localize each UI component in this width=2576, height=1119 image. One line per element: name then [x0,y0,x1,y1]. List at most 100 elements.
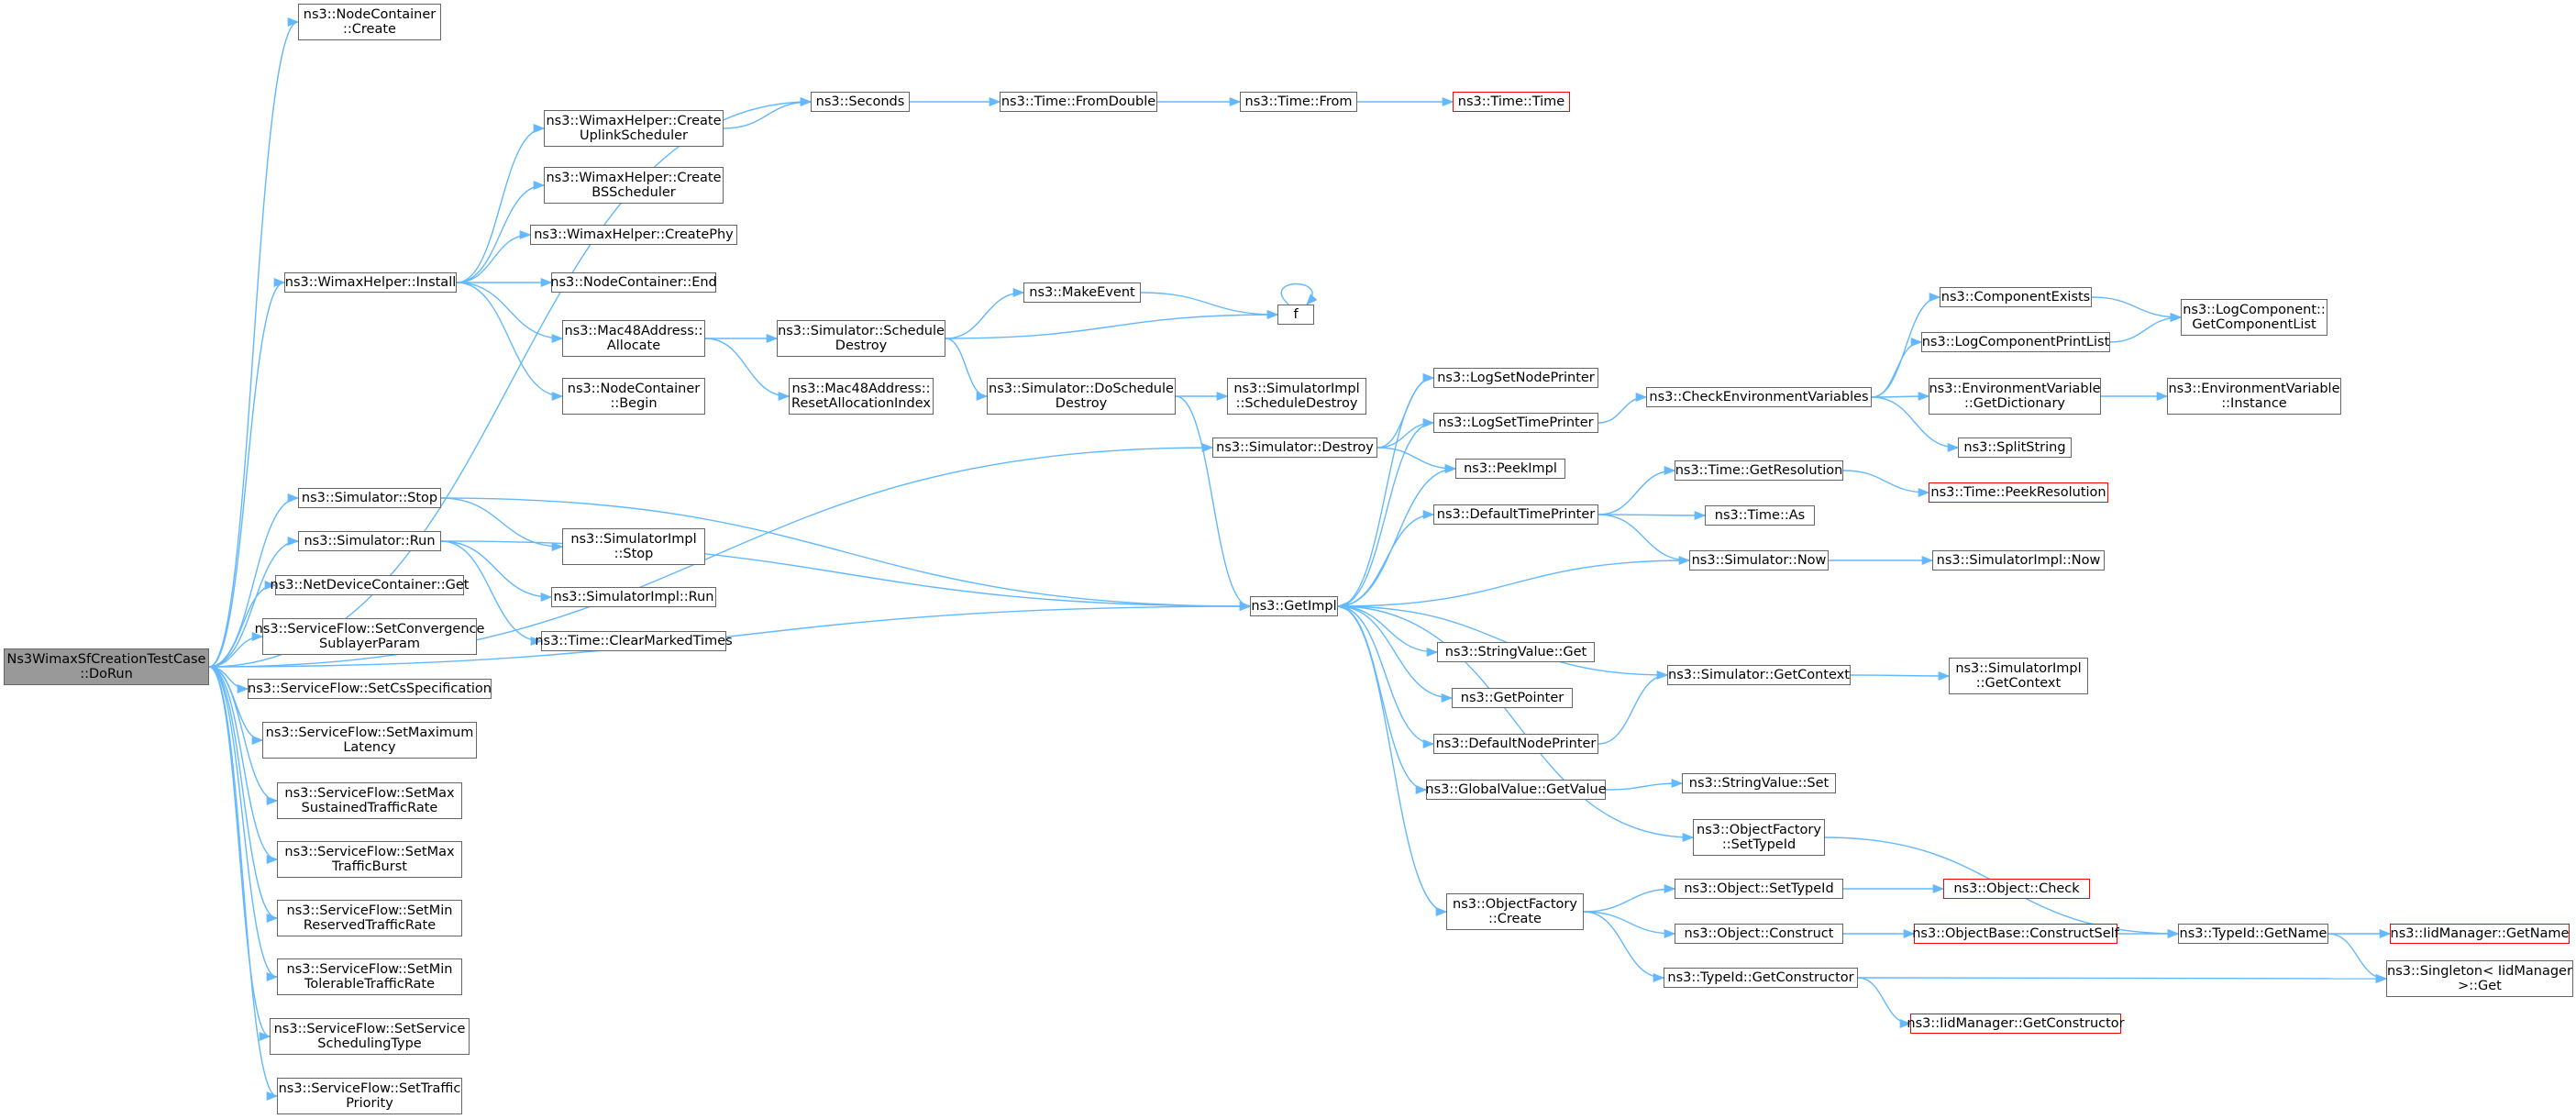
node-ndc-get[interactable]: ns3::NetDeviceContainer::Get [271,575,470,595]
node-global-get-value[interactable]: ns3::GlobalValue::GetValue [1425,780,1607,800]
edge-wh_install-to-mac_alloc [456,282,564,344]
node-of-create[interactable]: ns3::ObjectFactory::Create [1446,893,1584,930]
node-label: ns3::NodeContainer [303,7,437,22]
node-label: ::Instance [2221,396,2287,411]
node-get-pointer[interactable]: ns3::GetPointer [1452,688,1573,708]
node-singleton-get[interactable]: ns3::Singleton< IidManager>::Get [2386,960,2573,997]
node-simimpl-now[interactable]: ns3::SimulatorImpl::Now [1932,550,2105,571]
node-label: >::Get [2458,979,2502,993]
node-sim-stop[interactable]: ns3::Simulator::Stop [298,488,441,508]
node-objbase-construct-self[interactable]: ns3::ObjectBase::ConstructSelf [1912,924,2119,944]
edge-log_time_printer-to-check_env [1598,392,1648,424]
node-split-string[interactable]: ns3::SplitString [1958,438,2072,458]
node-get-impl[interactable]: ns3::GetImpl [1250,596,1338,616]
node-label: ns3::GetPointer [1460,691,1564,705]
node-seconds[interactable]: ns3::Seconds [811,92,910,112]
node-iid-get-ctor[interactable]: ns3::IidManager::GetConstructor [1907,1014,2125,1034]
edge-root-to-nc_create [208,17,300,668]
node-time-fromdouble[interactable]: ns3::Time::FromDouble [1000,92,1157,112]
node-simimpl-run[interactable]: ns3::SimulatorImpl::Run [551,587,716,607]
node-f[interactable]: f [1277,305,1314,325]
node-sim-now[interactable]: ns3::Simulator::Now [1689,550,1829,571]
node-label: GetComponentList [2192,317,2316,332]
node-time-from[interactable]: ns3::Time::From [1240,92,1357,112]
node-label: SublayerParam [319,637,420,651]
node-log-comp-print-list[interactable]: ns3::LogComponentPrintList [1921,332,2110,352]
node-wh-install[interactable]: ns3::WimaxHelper::Install [284,272,457,293]
node-sim-run[interactable]: ns3::Simulator::Run [298,531,441,551]
node-time-clear[interactable]: ns3::Time::ClearMarkedTimes [535,631,733,651]
node-label: ns3::GlobalValue::GetValue [1425,782,1607,797]
node-label: ns3::ServiceFlow::SetMin [286,962,453,977]
node-sf-cs[interactable]: ns3::ServiceFlow::SetCsSpecification [248,679,492,699]
node-log-comp-get-list[interactable]: ns3::LogComponent::GetComponentList [2181,299,2327,336]
node-typeid-get-ctor[interactable]: ns3::TypeId::GetConstructor [1664,968,1858,988]
node-time-peek-res[interactable]: ns3::Time::PeekResolution [1929,482,2108,503]
node-obj-construct[interactable]: ns3::Object::Construct [1675,924,1843,944]
edge-sim_do_schedule_destroy-to-get_impl [1175,395,1252,611]
edge-root-to-sf_maxsus [208,666,279,805]
node-env-instance[interactable]: ns3::EnvironmentVariable::Instance [2167,378,2341,415]
node-obj-check[interactable]: ns3::Object::Check [1943,879,2090,899]
node-make-event[interactable]: ns3::MakeEvent [1023,283,1141,303]
node-default-time-printer[interactable]: ns3::DefaultTimePrinter [1433,504,1598,525]
node-simimpl-get-context[interactable]: ns3::SimulatorImpl::GetContext [1949,658,2088,694]
node-simimpl-schedule-destroy[interactable]: ns3::SimulatorImpl::ScheduleDestroy [1227,378,1366,415]
node-label: ReservedTrafficRate [303,918,437,933]
node-label: ns3::WimaxHelper::Install [284,275,457,290]
node-sim-destroy[interactable]: ns3::Simulator::Destroy [1212,438,1377,458]
node-time-get-res[interactable]: ns3::Time::GetResolution [1675,460,1843,481]
node-root: Ns3WimaxSfCreationTestCase::DoRun [4,648,209,685]
node-label: ns3::LogSetTimePrinter [1438,415,1594,430]
edge-default_time_printer-to-sim_now [1598,514,1691,566]
node-sim-get-context[interactable]: ns3::Simulator::GetContext [1667,665,1851,685]
edge-of_create-to-obj_construct [1583,911,1676,939]
node-nc-begin[interactable]: ns3::NodeContainer::Begin [562,378,705,415]
node-peek-impl[interactable]: ns3::PeekImpl [1455,459,1565,479]
node-wh-phy[interactable]: ns3::WimaxHelper::CreatePhy [530,225,737,245]
node-nc-create[interactable]: ns3::NodeContainer::Create [298,4,441,40]
node-simimpl-stop[interactable]: ns3::SimulatorImpl::Stop [562,528,705,565]
node-mac-alloc[interactable]: ns3::Mac48Address::Allocate [562,320,705,357]
node-string-get[interactable]: ns3::StringValue::Get [1437,642,1595,662]
node-string-set[interactable]: ns3::StringValue::Set [1682,773,1836,793]
node-log-node-printer[interactable]: ns3::LogSetNodePrinter [1433,368,1598,388]
node-label: ns3::CheckEnvironmentVariables [1649,390,1869,404]
node-comp-exists[interactable]: ns3::ComponentExists [1940,287,2092,307]
edge-wh_install-to-wh_ul [456,124,546,283]
node-time-as[interactable]: ns3::Time::As [1705,505,1815,526]
node-env-get-dict[interactable]: ns3::EnvironmentVariable::GetDictionary [1929,378,2101,415]
node-label: ns3::WimaxHelper::Create [546,171,722,185]
node-mac-reset[interactable]: ns3::Mac48Address::ResetAllocationIndex [789,378,934,415]
node-nc-end[interactable]: ns3::NodeContainer::End [550,272,717,293]
node-log-time-printer[interactable]: ns3::LogSetTimePrinter [1433,413,1598,433]
node-obj-set-typeid[interactable]: ns3::Object::SetTypeId [1675,879,1843,899]
edge-root-to-get_impl [208,601,1252,668]
node-time-time[interactable]: ns3::Time::Time [1453,92,1570,112]
node-label: Ns3WimaxSfCreationTestCase [6,652,206,667]
node-iid-get-name[interactable]: ns3::IidManager::GetName [2390,924,2570,944]
node-check-env[interactable]: ns3::CheckEnvironmentVariables [1646,387,1872,407]
node-label: ns3::ServiceFlow::SetMax [284,786,455,801]
edge-sim_stop-to-simimpl_stop [440,497,564,552]
node-label: ns3::Simulator::Schedule [778,324,945,338]
node-label: Allocate [606,338,661,353]
node-label: ns3::MakeEvent [1029,285,1135,300]
node-label: ns3::ServiceFlow::SetCsSpecification [248,681,492,696]
node-of-set-typeid[interactable]: ns3::ObjectFactory::SetTypeId [1693,819,1825,856]
node-typeid-get-name[interactable]: ns3::TypeId::GetName [2178,924,2328,944]
node-default-node-printer[interactable]: ns3::DefaultNodePrinter [1433,734,1598,754]
edge-make_event-to-f [1140,292,1279,320]
